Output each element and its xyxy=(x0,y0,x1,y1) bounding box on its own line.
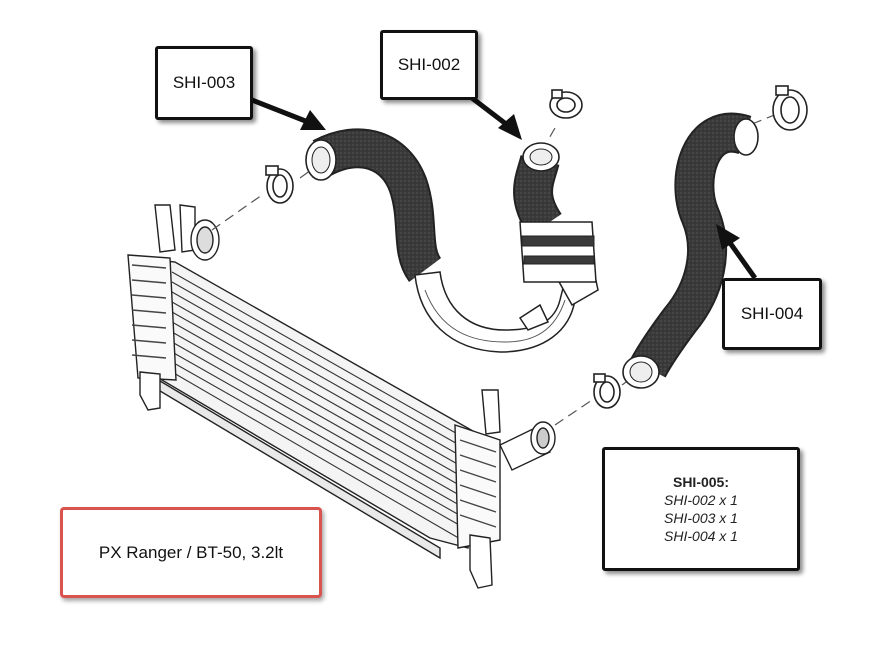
hose-clamps xyxy=(265,85,808,409)
callout-label: SHI-003 xyxy=(172,73,236,92)
callout-label: SHI-002 xyxy=(397,55,461,74)
intercooler xyxy=(127,204,556,589)
hose-shi-004 xyxy=(622,112,759,389)
callout-shi-003: SHI-003 xyxy=(155,46,253,120)
clamp-icon xyxy=(772,85,808,131)
hose-shi-003 xyxy=(305,128,443,282)
intercooler-fins xyxy=(171,271,469,541)
arrow-shi-002 xyxy=(470,96,522,140)
callout-label: SHI-004 xyxy=(740,304,804,323)
clamp-icon xyxy=(593,373,621,409)
arrow-shi-003 xyxy=(251,97,326,130)
kit-item: SHI-004 x 1 xyxy=(664,528,738,544)
clamp-icon xyxy=(549,89,583,119)
kit-item: SHI-003 x 1 xyxy=(664,510,738,526)
vehicle-label: PX Ranger / BT-50, 3.2lt xyxy=(98,542,284,562)
kit-contents-box: SHI-005: SHI-002 x 1 SHI-003 x 1 SHI-004… xyxy=(602,447,800,571)
hose-shi-002 xyxy=(513,142,597,283)
pointer-arrows xyxy=(251,96,758,280)
arrow-shi-004 xyxy=(716,224,758,280)
clamp-icon xyxy=(265,165,294,204)
vehicle-label-box: PX Ranger / BT-50, 3.2lt xyxy=(60,507,322,598)
callout-shi-002: SHI-002 xyxy=(380,30,478,100)
kit-title: SHI-005: xyxy=(672,474,730,490)
kit-item: SHI-002 x 1 xyxy=(664,492,738,508)
callout-shi-004: SHI-004 xyxy=(722,278,822,350)
